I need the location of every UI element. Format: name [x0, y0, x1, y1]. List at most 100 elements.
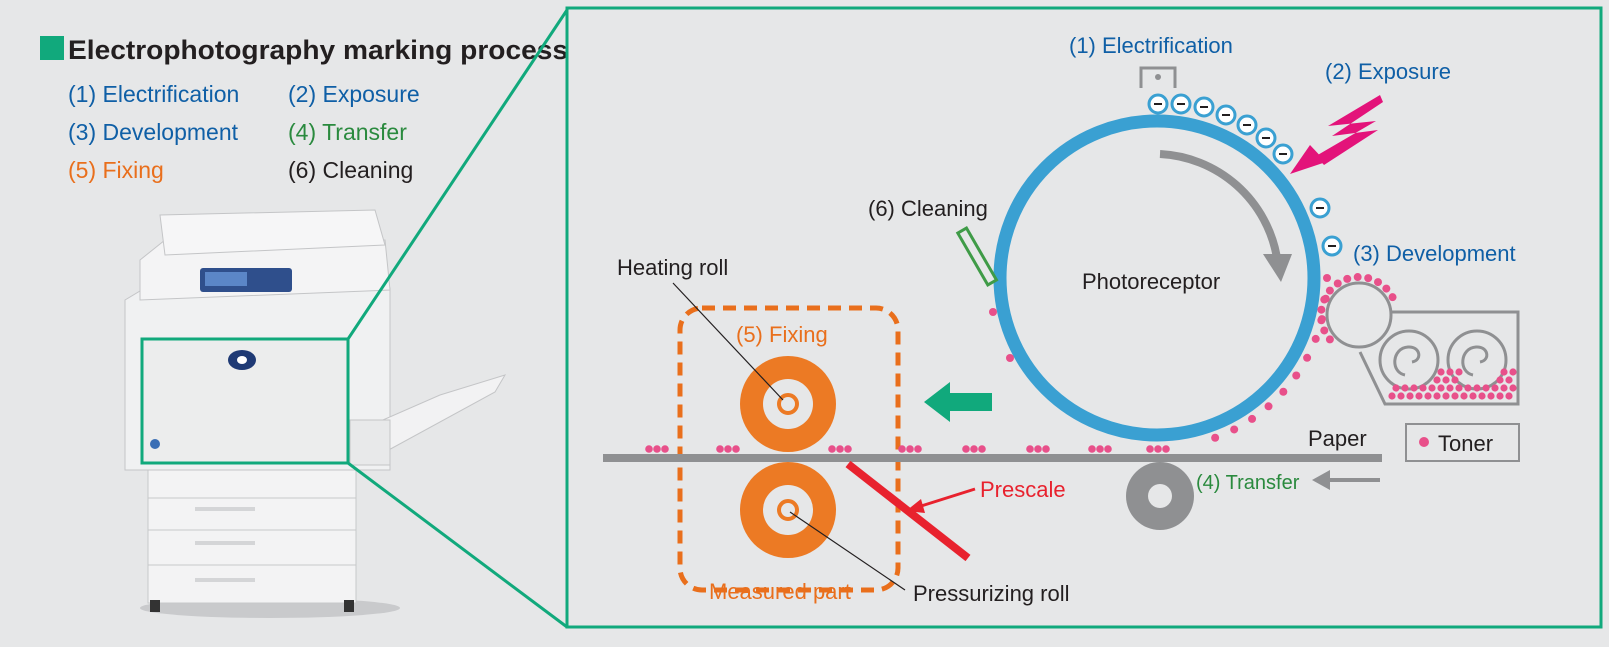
toner-particle [1473, 384, 1481, 392]
toner-particle [1451, 376, 1459, 384]
toner-particle [836, 445, 844, 453]
toner-particle [1042, 445, 1050, 453]
toner-particle [1320, 295, 1329, 304]
toner-particle [1317, 316, 1326, 325]
toner-particle [1509, 384, 1517, 392]
pressurizing-roll-leader [789, 511, 906, 591]
rotation-arrow-head [1263, 254, 1292, 282]
electrification-label: (1) Electrification [1069, 33, 1233, 58]
toner-particle [1303, 353, 1312, 362]
exposure-laser [1316, 95, 1383, 165]
electric-charges [1147, 93, 1343, 257]
toner-particle [1478, 392, 1486, 400]
toner-particle [1442, 376, 1450, 384]
toner-particle [1509, 368, 1517, 376]
toner-particle [1496, 392, 1504, 400]
toner-particle [1505, 392, 1513, 400]
toner-particle [1343, 274, 1352, 283]
toner-particle [1424, 392, 1432, 400]
toner-particle [1104, 445, 1112, 453]
toner-particle [1415, 392, 1423, 400]
toner-particle [716, 445, 724, 453]
toner-particle [1248, 414, 1257, 423]
toner-particle [1230, 425, 1239, 434]
toner-legend-label: Toner [1438, 431, 1493, 456]
toner-particle [1464, 384, 1472, 392]
toner-particle [1500, 384, 1508, 392]
legend-step-5: (5) Fixing [68, 157, 164, 183]
toner-particle [1406, 392, 1414, 400]
paper-feed-arrow-head [1312, 470, 1330, 490]
toner-particle [1428, 384, 1436, 392]
toner-particle [1437, 368, 1445, 376]
toner-particle [1333, 279, 1342, 288]
toner-particle [1451, 392, 1459, 400]
toner-particle [844, 445, 852, 453]
legend-step-2: (2) Exposure [288, 81, 420, 107]
title-square-icon [40, 36, 64, 60]
toner-particle [1026, 445, 1034, 453]
toner-particle [1211, 433, 1220, 442]
toner-particle [1469, 392, 1477, 400]
toner-particle [1096, 445, 1104, 453]
toner-dot-icon [1419, 437, 1429, 447]
toner-particle [1317, 305, 1326, 314]
toner-particle [1455, 368, 1463, 376]
toner-particle [1320, 326, 1329, 335]
charger-unit [1139, 66, 1177, 88]
toner-particle [898, 445, 906, 453]
measured-part-box [677, 305, 901, 593]
exposure-label: (2) Exposure [1325, 59, 1451, 84]
toner-particle [989, 308, 997, 316]
zoom-line-top [346, 9, 569, 340]
toner-particle [1279, 387, 1288, 396]
toner-particle [1088, 445, 1096, 453]
toner-particle [1325, 286, 1334, 295]
toner-particle [1388, 392, 1396, 400]
toner-particle [1392, 384, 1400, 392]
toner-particle [1388, 293, 1397, 302]
prescale-arrow [917, 487, 976, 509]
toner-particle [1034, 445, 1042, 453]
paper-direction-arrow [924, 382, 992, 422]
toner-particle [1410, 384, 1418, 392]
toner-particle [1311, 334, 1320, 343]
heating-roll-leader [672, 282, 784, 401]
legend-step-3: (3) Development [68, 119, 239, 145]
pressurizing-roll-label: Pressurizing roll [913, 581, 1070, 606]
photoreceptor-drum [993, 114, 1321, 442]
toner-particle [724, 445, 732, 453]
zoom-line-bottom [347, 461, 568, 629]
prescale-arrow-head [906, 499, 925, 513]
toner-particle [1401, 384, 1409, 392]
toner-particles [645, 273, 1397, 453]
toner-particle [1482, 384, 1490, 392]
toner-particle [1433, 392, 1441, 400]
toner-particle [1154, 445, 1162, 453]
toner-particle [970, 445, 978, 453]
rotation-arrow [1159, 150, 1281, 259]
exposure-arrow-head [1290, 145, 1326, 174]
printer-illustration [124, 209, 507, 618]
toner-particle [914, 445, 922, 453]
fixing-label: (5) Fixing [736, 322, 828, 347]
toner-particle [1374, 278, 1382, 287]
toner-particle [1437, 384, 1445, 392]
toner-particle [1292, 371, 1301, 380]
toner-particle [1505, 376, 1513, 384]
toner-particle [1382, 284, 1391, 293]
development-unit [1325, 281, 1520, 406]
toner-particle [962, 445, 970, 453]
toner-particle [1364, 274, 1373, 283]
toner-particle [1419, 384, 1427, 392]
toner-particle [1487, 392, 1495, 400]
toner-particle [1455, 384, 1463, 392]
legend-step-1: (1) Electrification [68, 81, 239, 107]
toner-particle [1325, 335, 1334, 344]
toner-particle [645, 445, 653, 453]
toner-particle [1460, 392, 1468, 400]
transfer-label: (4) Transfer [1196, 472, 1300, 494]
charger-wire [1155, 74, 1161, 80]
toner-particle [1353, 273, 1362, 282]
